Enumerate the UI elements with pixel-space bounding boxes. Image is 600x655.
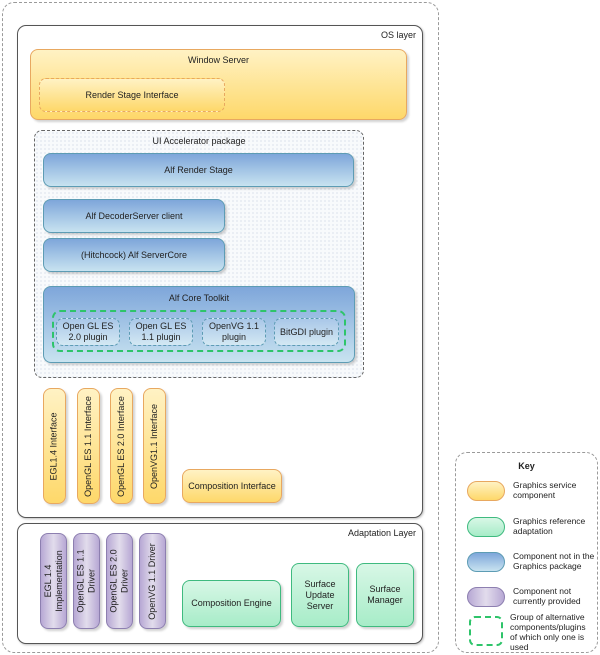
legend-label-graphics-service-line2: component (513, 490, 556, 500)
egl-1-4-interface-label: EGL1.4 Interface (49, 411, 60, 481)
egl-1-4-implementation-line2: Implementation (53, 550, 64, 612)
alf-decoderserver-client-label: Alf DecoderServer client (85, 210, 183, 221)
render-stage-interface[interactable]: Render Stage Interface (39, 78, 225, 112)
opengl-es-1-1-driver-line1: OpenGL ES 1.1 (75, 549, 86, 613)
openvg-1-1-interface[interactable]: OpenVG1.1 Interface (143, 388, 166, 504)
opengl-es-2-0-interface[interactable]: OpenGL ES 2.0 Interface (110, 388, 133, 504)
legend-label-not-provided: Component not currently provided (513, 586, 581, 606)
plugin-bitgdi[interactable]: BitGDI plugin (274, 318, 339, 346)
egl-1-4-interface[interactable]: EGL1.4 Interface (43, 388, 66, 504)
adaptation-layer-title: Adaptation Layer (347, 528, 416, 538)
plugin-opengl-es-1-1-line2: 1.1 plugin (141, 332, 181, 342)
egl-1-4-implementation[interactable]: EGL 1.4 Implementation (40, 533, 67, 629)
plugin-opengl-es-2-line1: Open GL ES (62, 321, 114, 331)
legend-label-not-in-package-line2: Graphics package (513, 561, 582, 571)
opengl-es-2-0-driver-label: OpenGL ES 2.0 Driver (109, 549, 131, 612)
plugin-opengl-es-1-1-line1: Open GL ES (135, 321, 187, 331)
surface-update-server[interactable]: Surface Update Server (291, 563, 349, 627)
legend-key: Key Graphics service component Graphics … (455, 452, 598, 653)
legend-label-graphics-reference-line2: adaptation (513, 526, 553, 536)
opengl-es-2-0-driver-line1: OpenGL ES 2.0 (108, 549, 119, 613)
legend-label-alternative-group-line1: Group of alternative (510, 612, 585, 622)
legend-label-graphics-service: Graphics service component (513, 480, 576, 500)
legend-label-alternative-group-line4: used (510, 642, 529, 652)
composition-engine[interactable]: Composition Engine (182, 580, 281, 627)
composition-interface-label: Composition Interface (188, 480, 276, 491)
openvg-1-1-driver[interactable]: OpenVG 1.1 Driver (139, 533, 166, 629)
egl-1-4-implementation-line1: EGL 1.4 (42, 564, 53, 598)
alf-render-stage-label: Alf Render Stage (164, 164, 233, 175)
legend-label-not-in-package-line1: Component not in the (513, 551, 595, 561)
legend-title: Key (518, 461, 535, 471)
opengl-es-1-1-interface-label: OpenGL ES 1.1 Interface (83, 395, 94, 497)
window-server-title: Window Server (187, 55, 250, 65)
surface-update-server-line3: Server (306, 600, 334, 611)
plugin-opengl-es-2-line2: 2.0 plugin (68, 332, 108, 342)
surface-manager-line2: Manager (367, 595, 403, 605)
legend-swatch-alternative-group (469, 616, 503, 646)
alf-core-toolkit-title: Alf Core Toolkit (168, 293, 230, 303)
os-layer-title: OS layer (380, 30, 416, 40)
plugin-openvg-1-1-line2: plugin (221, 332, 247, 342)
alf-decoderserver-client[interactable]: Alf DecoderServer client (43, 199, 225, 233)
surface-manager-line1: Surface (369, 584, 401, 594)
plugin-openvg-1-1[interactable]: OpenVG 1.1 plugin (202, 318, 266, 346)
legend-label-alternative-group-line2: components/plugins (510, 622, 586, 632)
opengl-es-1-1-driver-label: OpenGL ES 1.1 Driver (76, 549, 98, 612)
alf-servercore-label: (Hitchcock) Alf ServerCore (80, 249, 188, 260)
alf-render-stage[interactable]: Alf Render Stage (43, 153, 354, 187)
legend-label-alternative-group: Group of alternative components/plugins … (510, 612, 586, 652)
opengl-es-1-1-interface[interactable]: OpenGL ES 1.1 Interface (77, 388, 100, 504)
plugin-group (52, 310, 346, 352)
opengl-es-2-0-driver[interactable]: OpenGL ES 2.0 Driver (106, 533, 133, 629)
legend-label-alternative-group-line3: of which only one is (510, 632, 585, 642)
ui-accelerator-title: UI Accelerator package (152, 136, 246, 146)
egl-1-4-implementation-label: EGL 1.4 Implementation (43, 550, 65, 612)
legend-swatch-graphics-reference (467, 517, 505, 537)
surface-update-server-line2: Update (305, 589, 335, 600)
opengl-es-1-1-driver-line2: Driver (86, 569, 97, 593)
composition-interface[interactable]: Composition Interface (182, 469, 282, 503)
surface-manager[interactable]: Surface Manager (356, 563, 414, 627)
plugin-opengl-es-1-1[interactable]: Open GL ES 1.1 plugin (129, 318, 193, 346)
openvg-1-1-interface-label: OpenVG1.1 Interface (149, 403, 159, 489)
render-stage-interface-label: Render Stage Interface (85, 89, 179, 100)
legend-label-not-provided-line2: currently provided (513, 596, 581, 606)
surface-update-server-line1: Surface (304, 578, 336, 589)
openvg-1-1-driver-label: OpenVG 1.1 Driver (147, 542, 157, 620)
alf-servercore[interactable]: (Hitchcock) Alf ServerCore (43, 238, 225, 272)
plugin-openvg-1-1-line1: OpenVG 1.1 (208, 321, 260, 331)
plugin-opengl-es-2[interactable]: Open GL ES 2.0 plugin (56, 318, 120, 346)
opengl-es-2-0-interface-label: OpenGL ES 2.0 Interface (116, 395, 127, 497)
legend-label-graphics-reference-line1: Graphics reference (513, 516, 586, 526)
composition-engine-label: Composition Engine (191, 598, 272, 608)
legend-swatch-not-provided (467, 587, 505, 607)
legend-label-graphics-reference: Graphics reference adaptation (513, 516, 585, 536)
plugin-bitgdi-label: BitGDI plugin (279, 326, 334, 337)
legend-label-graphics-service-line1: Graphics service (513, 480, 577, 490)
opengl-es-1-1-driver[interactable]: OpenGL ES 1.1 Driver (73, 533, 100, 629)
legend-swatch-graphics-service (467, 481, 505, 501)
opengl-es-2-0-driver-line2: Driver (119, 569, 130, 593)
outer-frame (2, 2, 439, 653)
legend-label-not-provided-line1: Component not (513, 586, 572, 596)
legend-label-not-in-package: Component not in the Graphics package (513, 551, 594, 571)
legend-swatch-not-in-package (467, 552, 505, 572)
